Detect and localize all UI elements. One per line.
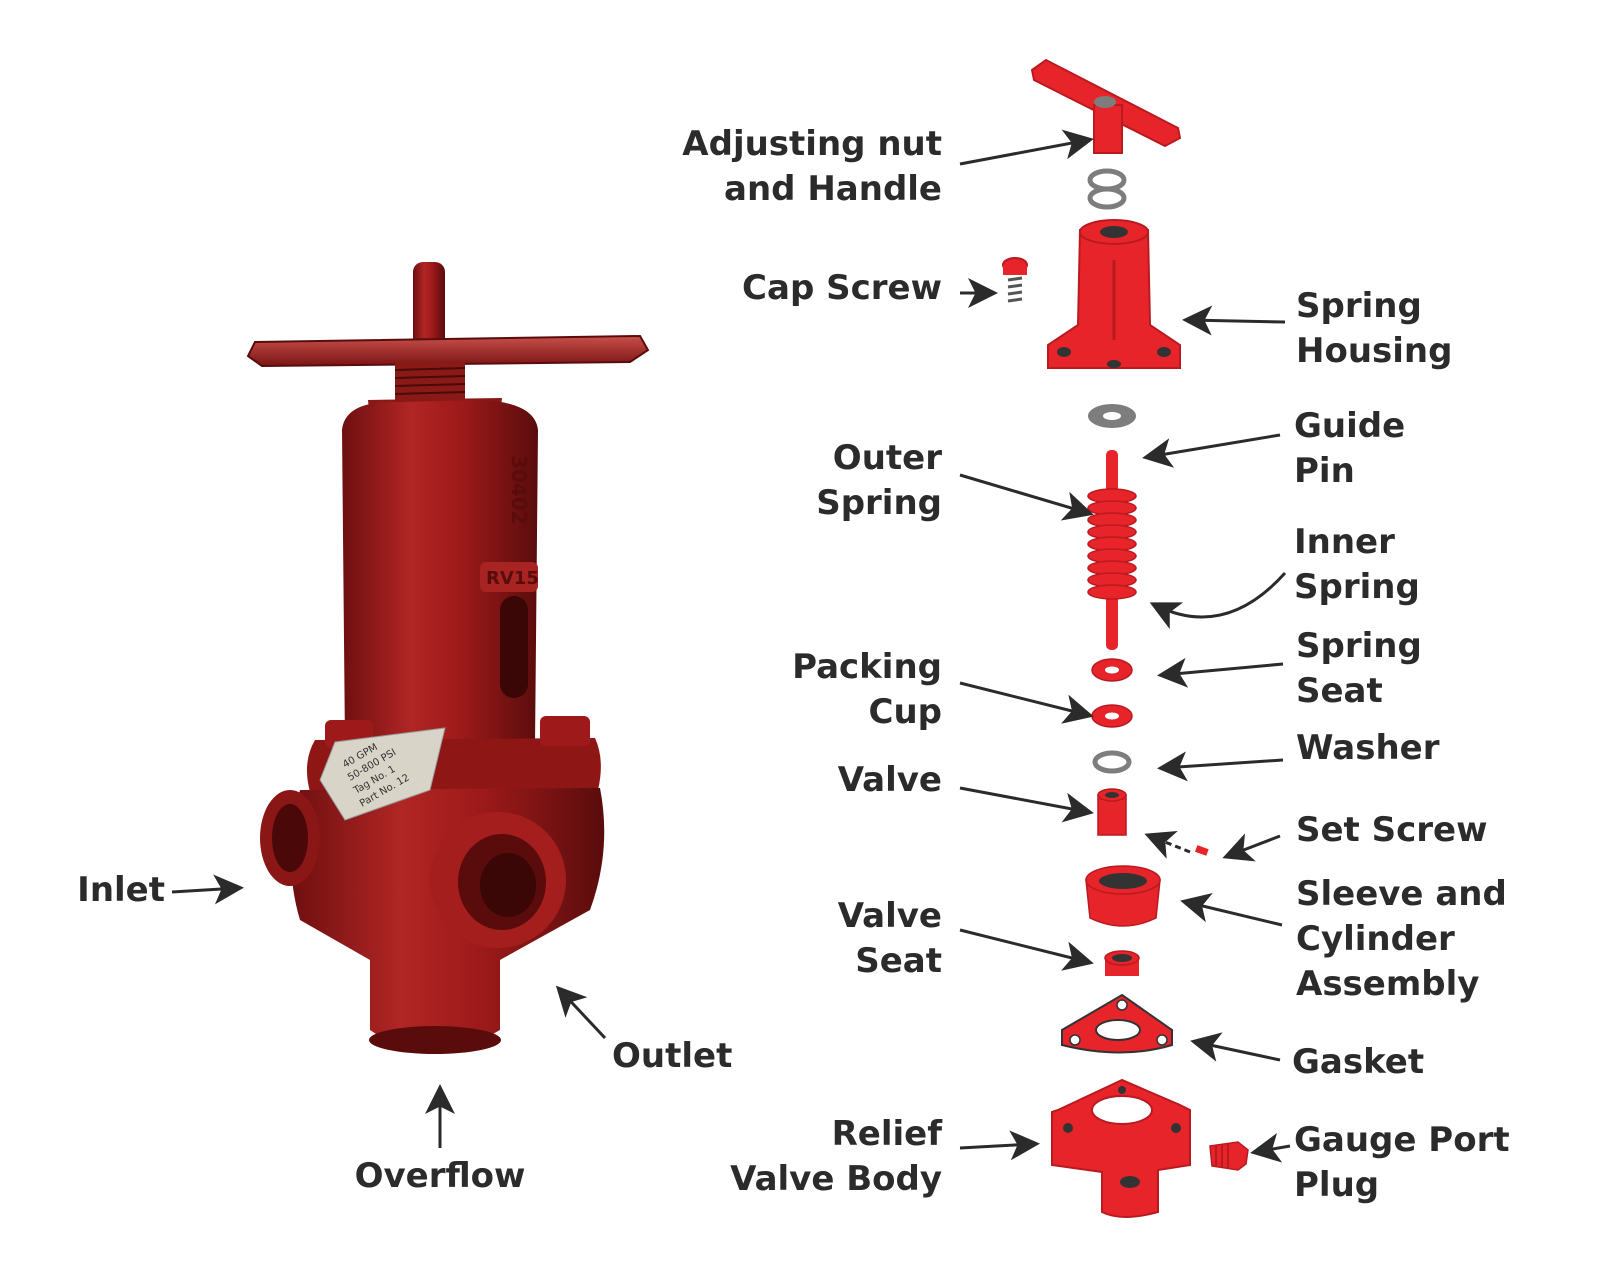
photo-stamp-number: 30402 bbox=[507, 455, 531, 525]
label-inner-spring: Inner Spring bbox=[1294, 520, 1420, 610]
label-washer: Washer bbox=[1296, 726, 1440, 771]
label-cap-screw: Cap Screw bbox=[700, 266, 942, 311]
label-line: Seat bbox=[855, 941, 942, 981]
valve-seat-part bbox=[1104, 950, 1140, 976]
arrow-spring-housing bbox=[1182, 305, 1286, 336]
photo-handle-plate bbox=[246, 334, 650, 368]
label-line: Seat bbox=[1296, 671, 1383, 711]
label-outlet: Outlet bbox=[612, 1034, 732, 1079]
arrow-inlet bbox=[171, 874, 244, 905]
arrow-valve-seat bbox=[959, 928, 1094, 971]
arrow-set-screw bbox=[1222, 833, 1281, 862]
label-line: Overflow bbox=[354, 1156, 526, 1196]
exploded-parts bbox=[1002, 58, 1249, 1218]
arrow-set-screw-to-valve bbox=[1144, 830, 1191, 859]
label-spring-seat: Spring Seat bbox=[1296, 624, 1422, 714]
washer-part bbox=[1092, 750, 1132, 774]
o-rings-part bbox=[1087, 168, 1127, 210]
adjusting-nut-handle-part bbox=[1030, 58, 1182, 154]
sleeve-cylinder-part bbox=[1085, 865, 1161, 927]
arrow-washer bbox=[1157, 751, 1284, 782]
label-line: Gasket bbox=[1292, 1042, 1425, 1082]
label-overflow: Overflow bbox=[340, 1154, 540, 1199]
relief-valve-body-part bbox=[1051, 1078, 1191, 1218]
label-line: Washer bbox=[1296, 728, 1440, 768]
label-line: Cup bbox=[868, 692, 943, 732]
label-line: Pin bbox=[1294, 451, 1355, 491]
arrow-guide-pin bbox=[1142, 433, 1281, 468]
label-line: Outer bbox=[832, 438, 942, 478]
label-line: Assembly bbox=[1296, 964, 1480, 1004]
arrow-relief-valve-body bbox=[959, 1130, 1040, 1161]
arrow-valve bbox=[959, 786, 1094, 823]
arrow-packing-cup bbox=[959, 681, 1094, 724]
spring-housing-part bbox=[1047, 219, 1181, 369]
label-line: Inner bbox=[1294, 522, 1395, 562]
arrow-sleeve-cylinder bbox=[1180, 893, 1283, 927]
label-line: Set Screw bbox=[1296, 810, 1488, 850]
label-line: Packing bbox=[792, 647, 942, 687]
photo-spring-housing bbox=[342, 400, 538, 745]
label-gauge-port-plug: Gauge Port Plug bbox=[1294, 1118, 1510, 1208]
gasket-part bbox=[1061, 993, 1173, 1054]
label-line: Housing bbox=[1296, 331, 1453, 371]
cap-screw-part bbox=[1002, 257, 1028, 303]
label-line: Cap Screw bbox=[742, 268, 942, 308]
label-inlet: Inlet bbox=[60, 868, 165, 913]
photo-slot bbox=[500, 596, 528, 698]
arrow-spring-seat bbox=[1157, 657, 1284, 688]
label-relief-valve-body: Relief Valve Body bbox=[700, 1112, 942, 1202]
label-line: Cylinder bbox=[1296, 919, 1455, 959]
label-guide-pin: Guide Pin bbox=[1294, 404, 1405, 494]
label-set-screw: Set Screw bbox=[1296, 808, 1488, 853]
label-line: Inlet bbox=[77, 870, 165, 910]
label-line: Adjusting nut bbox=[682, 124, 942, 164]
label-line: Spring bbox=[1296, 286, 1422, 326]
assembled-valve-photo: RV15 30402 40 GPM 50-800 PSI Tag No. 1 P… bbox=[246, 262, 650, 1054]
label-gasket: Gasket bbox=[1292, 1040, 1424, 1085]
arrow-gauge-port-plug bbox=[1250, 1133, 1291, 1163]
label-line: Spring bbox=[1294, 567, 1420, 607]
label-line: and Handle bbox=[724, 169, 942, 209]
arrow-adjusting-nut bbox=[959, 129, 1094, 166]
label-line: Plug bbox=[1294, 1165, 1380, 1205]
arrow-inner-spring bbox=[1149, 571, 1287, 630]
gauge-port-plug-part bbox=[1209, 1141, 1249, 1171]
label-adjusting-nut-handle: Adjusting nut and Handle bbox=[640, 122, 942, 212]
label-line: Spring bbox=[1296, 626, 1422, 666]
photo-stamp-rv: RV15 bbox=[486, 568, 539, 589]
set-screw-part bbox=[1194, 845, 1209, 856]
label-valve: Valve bbox=[760, 758, 942, 803]
label-line: Sleeve and bbox=[1296, 874, 1507, 914]
label-line: Guide bbox=[1294, 406, 1406, 446]
arrow-gasket bbox=[1190, 1032, 1281, 1062]
photo-stem bbox=[413, 262, 445, 352]
valve-part bbox=[1097, 788, 1127, 836]
label-valve-seat: Valve Seat bbox=[760, 894, 942, 984]
label-packing-cup: Packing Cup bbox=[760, 645, 942, 735]
label-line: Spring bbox=[816, 483, 942, 523]
label-line: Relief bbox=[831, 1114, 942, 1154]
callout-arrows bbox=[171, 129, 1291, 1163]
label-spring-housing: Spring Housing bbox=[1296, 284, 1452, 374]
guide-pin-spring-part bbox=[1087, 450, 1137, 650]
label-line: Outlet bbox=[612, 1036, 733, 1076]
photo-tag bbox=[319, 727, 446, 821]
label-line: Valve bbox=[837, 760, 942, 800]
arrow-outer-spring bbox=[959, 473, 1094, 521]
arrow-outlet bbox=[555, 985, 607, 1040]
label-line: Gauge Port bbox=[1294, 1120, 1510, 1160]
label-sleeve-cylinder-assembly: Sleeve and Cylinder Assembly bbox=[1296, 872, 1507, 1007]
label-line: Valve bbox=[837, 896, 942, 936]
label-outer-spring: Outer Spring bbox=[760, 436, 942, 526]
label-line: Valve Body bbox=[730, 1159, 942, 1199]
